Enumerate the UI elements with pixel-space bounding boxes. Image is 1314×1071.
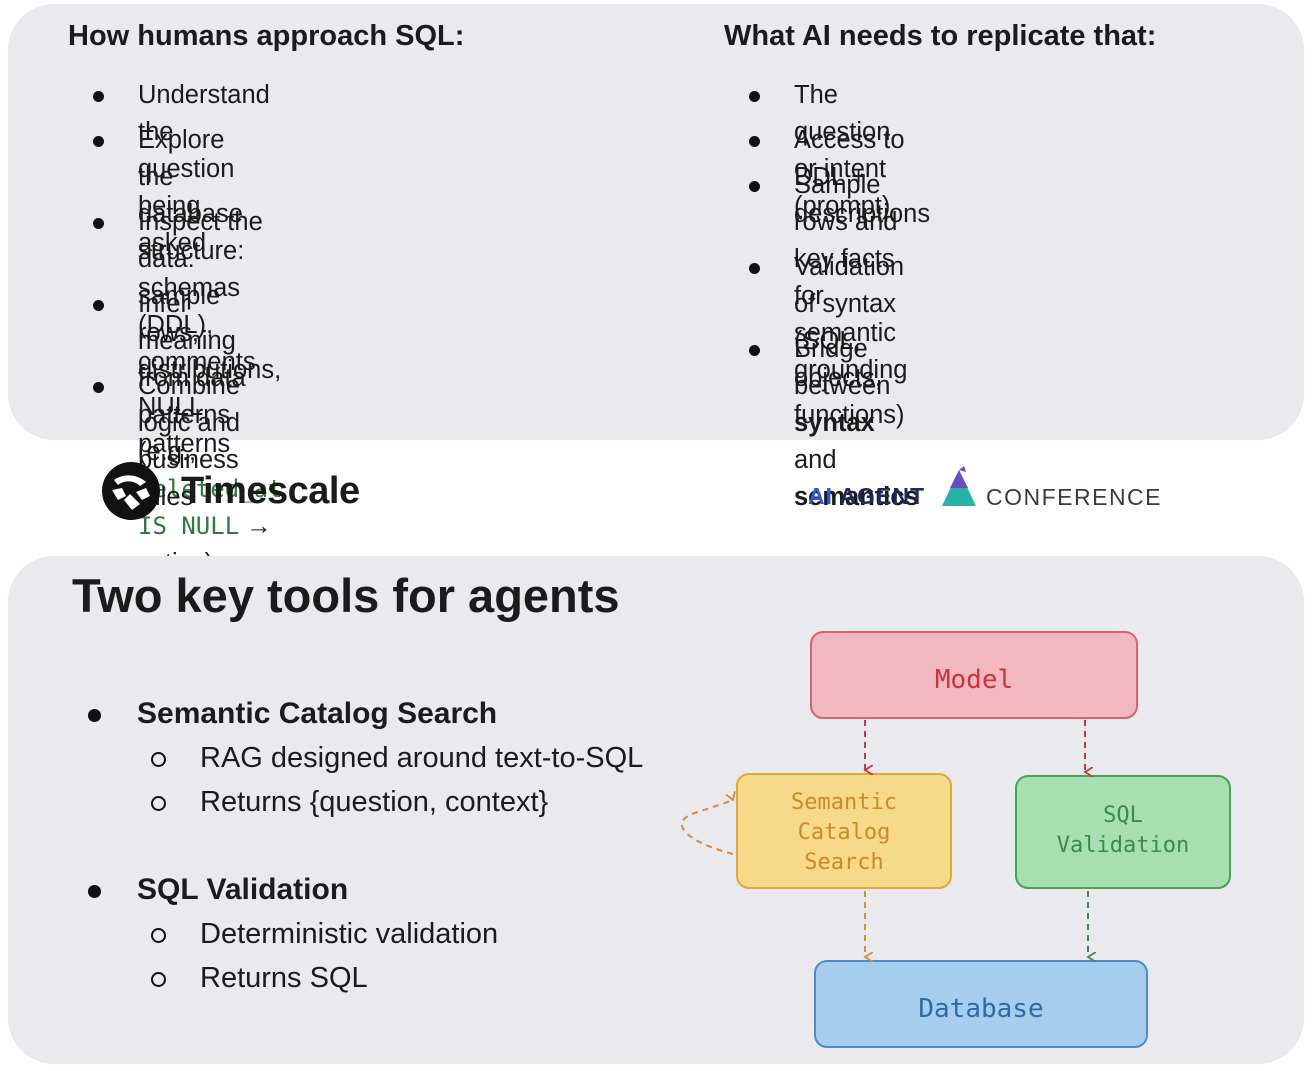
bullet-icon: [88, 709, 101, 722]
sub-bullet-icon: [151, 972, 166, 987]
list-item: Explore the database structure: schemas …: [93, 122, 256, 381]
list-item: Infer meaning from data patterns (e.g., …: [93, 286, 283, 582]
model-label: Model: [935, 665, 1013, 695]
bullet-icon: [749, 263, 760, 274]
list-item: Inspect the data: sample rows, distribut…: [93, 204, 281, 463]
model-node: [810, 631, 1138, 719]
top-panel: [8, 4, 1304, 440]
bullet-icon: [93, 218, 104, 229]
sub-bullet-icon: [151, 752, 166, 767]
timescale-logo-icon: [102, 462, 160, 520]
sub-bullet-icon: [151, 796, 166, 811]
tool-sql-validation-heading: SQL Validation: [137, 873, 349, 906]
list-item: Validation of syntax (SQL, objects, func…: [749, 249, 905, 434]
conference-agent-text: AGENT: [839, 483, 926, 509]
tool-sub-item: RAG designed around text-to-SQL: [200, 742, 644, 774]
arrow-semantic-self-loop: [680, 800, 733, 855]
database-label: Database: [918, 994, 1043, 1024]
code-snippet: deleted_at IS NULL: [138, 475, 283, 540]
bullet-icon: [749, 345, 760, 356]
bullet-icon: [749, 91, 760, 102]
validation-label-line2: Validation: [1057, 833, 1189, 858]
tool-semantic-catalog-heading: Semantic Catalog Search: [137, 697, 498, 730]
tool-sub-item: Returns {question, context}: [200, 786, 549, 818]
bullet-icon: [93, 300, 104, 311]
conference-ai-text: AI: [808, 483, 833, 509]
timescale-wordmark: Timescale: [181, 470, 360, 512]
ai-needs-title: What AI needs to replicate that:: [724, 20, 1157, 52]
tool-sub-item: Returns SQL: [200, 962, 368, 994]
database-node: [814, 960, 1148, 1048]
sub-bullet-icon: [151, 928, 166, 943]
semantic-label-line1: Semantic: [791, 790, 897, 815]
page-title: Two key tools for agents: [72, 569, 620, 622]
bullet-icon: [93, 91, 104, 102]
list-item: The question or intent (prompt): [749, 77, 890, 225]
bullet-icon: [93, 382, 104, 393]
bullet-icon: [88, 885, 101, 898]
list-item: Access to DDL + descriptions: [749, 122, 930, 233]
agent-tools-diagram: Model Semantic Catalog Search SQL Valida…: [680, 631, 1231, 1048]
semantic-label-line3: Search: [804, 850, 883, 875]
list-item: Bridge between syntax and semantics: [749, 331, 919, 516]
bullet-icon: [93, 136, 104, 147]
conference-logo: AI AGENT: [808, 483, 925, 510]
semantic-catalog-node: [736, 773, 952, 889]
conference-word: CONFERENCE: [986, 484, 1163, 510]
conference-triangle-icon: [942, 466, 976, 506]
list-item: Understand the question being asked: [93, 77, 270, 262]
validation-label-line1: SQL: [1103, 803, 1143, 828]
semantic-label-line2: Catalog: [798, 820, 891, 845]
humans-approach-title: How humans approach SQL:: [68, 20, 465, 52]
bullet-icon: [749, 181, 760, 192]
sql-validation-node: [1015, 775, 1231, 889]
bullet-icon: [749, 136, 760, 147]
list-item: Sample rows and key facts for semantic g…: [749, 167, 907, 389]
tool-sub-item: Deterministic validation: [200, 918, 499, 950]
